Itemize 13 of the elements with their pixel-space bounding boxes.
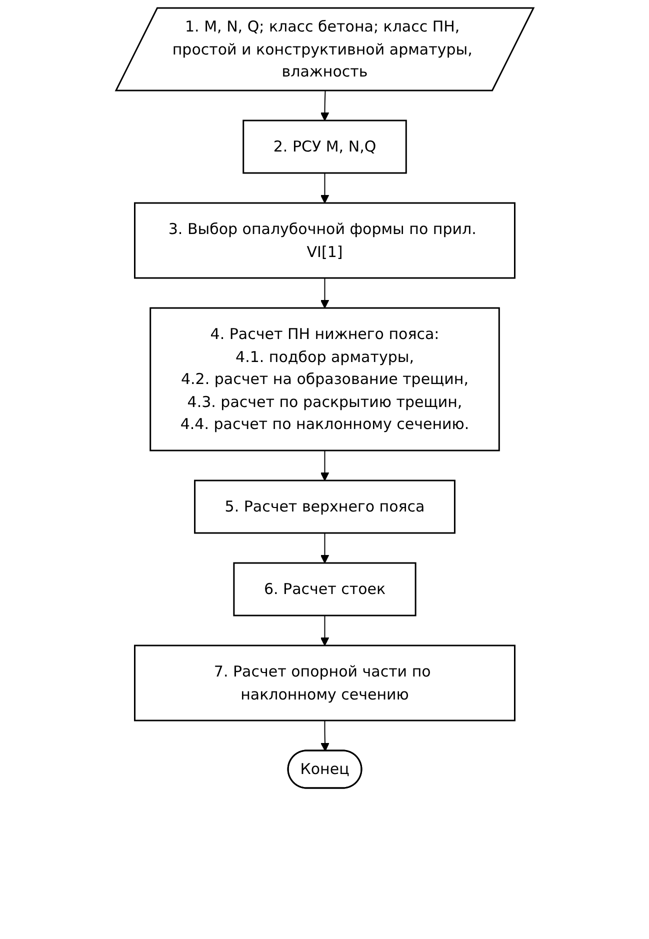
node-box: 6. Расчет стоек (232, 562, 416, 616)
node-box: 3. Выбор опалубочной формы по прил. VI[1] (134, 202, 516, 279)
node-box: 7. Расчет опорной части по наклонному сечению (134, 644, 516, 722)
arrow (320, 532, 329, 564)
arrow (320, 615, 329, 646)
arrow (320, 450, 329, 481)
node-box: 4. Расчет ПН нижнего пояса: 4.1. подбор арматуры, 4.2. расчет на образование трещин, 4.3. расчет по раскрытию трещин, 4.4. расчет по наклонному сечению. (149, 307, 500, 452)
arrow (320, 278, 329, 308)
node-box: 5. Расчет верхнего пояса (194, 480, 456, 534)
arrow (320, 172, 329, 204)
arrow (320, 90, 329, 121)
arrow (320, 720, 330, 752)
node-box: 2. РСУ M, N,Q (242, 120, 407, 174)
